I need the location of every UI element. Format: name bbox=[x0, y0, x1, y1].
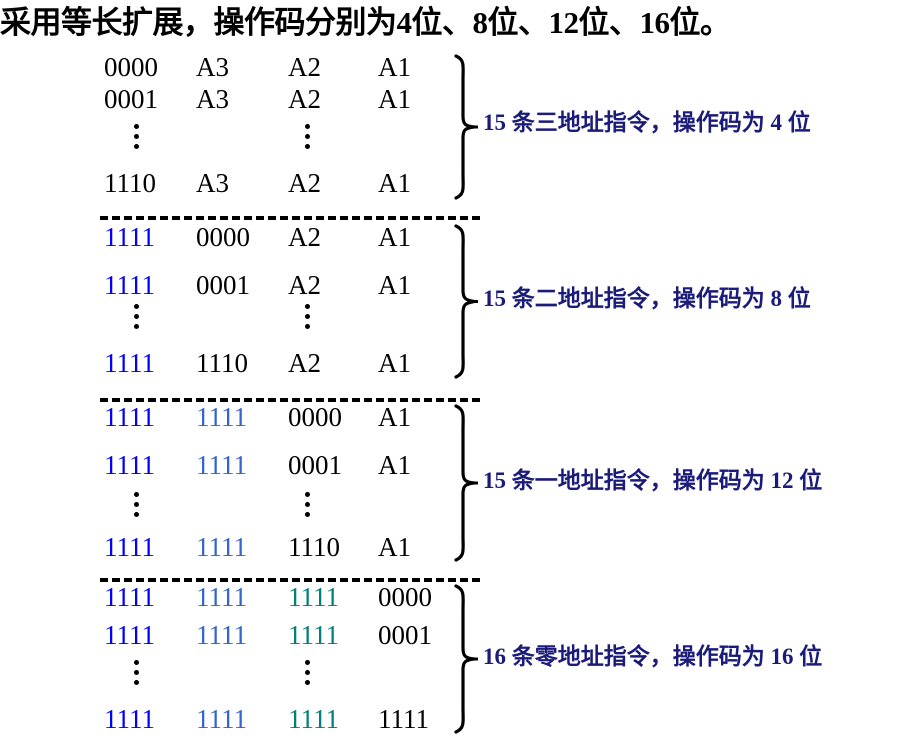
code-cell-opcode: 0000 bbox=[288, 402, 342, 432]
group-brace bbox=[452, 224, 478, 379]
code-cell-opcode-ext: 1111 bbox=[104, 582, 155, 612]
code-cell-opcode-ext2: 1111 bbox=[196, 402, 247, 432]
table-row-ellipsis bbox=[0, 490, 470, 520]
code-cell-addr2: A2 bbox=[288, 270, 321, 300]
table-row-ellipsis bbox=[0, 122, 470, 152]
table-row: 1111 0001 A2 A1 bbox=[0, 270, 470, 300]
table-row: 1111 1111 1111 0000 bbox=[0, 582, 470, 612]
table-row-ellipsis bbox=[0, 658, 470, 688]
group-brace bbox=[452, 404, 478, 562]
table-row: 1111 1111 0001 A1 bbox=[0, 450, 470, 480]
code-cell-addr3: A3 bbox=[196, 52, 229, 82]
vertical-ellipsis-icon bbox=[305, 660, 311, 686]
code-cell-opcode: 0001 bbox=[288, 450, 342, 480]
code-cell-opcode-ext: 1111 bbox=[104, 620, 155, 650]
group-brace bbox=[452, 54, 478, 200]
opcode-expansion-diagram: 0000 A3 A2 A1 0001 A3 A2 A1 1110 A3 A2 A… bbox=[0, 50, 899, 743]
vertical-ellipsis-icon bbox=[305, 304, 311, 330]
annotation-one-address: 15 条一地址指令，操作码为 12 位 bbox=[483, 468, 823, 493]
code-cell-opcode-ext: 1111 bbox=[104, 704, 155, 734]
block-separator bbox=[100, 216, 480, 220]
code-cell-opcode-ext2: 1111 bbox=[196, 582, 247, 612]
code-cell-opcode-ext: 1111 bbox=[104, 348, 155, 378]
table-row: 1111 1111 0000 A1 bbox=[0, 402, 470, 432]
code-cell-addr1: A1 bbox=[378, 402, 411, 432]
code-cell-opcode-ext3: 1111 bbox=[288, 620, 339, 650]
code-cell-opcode: 1111 bbox=[378, 704, 429, 734]
code-cell-addr2: A2 bbox=[288, 52, 321, 82]
code-cell-opcode: 0001 bbox=[378, 620, 432, 650]
table-row: 0000 A3 A2 A1 bbox=[0, 52, 470, 82]
table-row: 1111 1110 A2 A1 bbox=[0, 348, 470, 378]
instruction-block-one-address: 1111 1111 0000 A1 1111 1111 0001 A1 1111… bbox=[0, 402, 899, 580]
vertical-ellipsis-icon bbox=[305, 492, 311, 518]
code-cell-addr3: A3 bbox=[196, 168, 229, 198]
code-cell-opcode-ext: 1111 bbox=[104, 222, 155, 252]
instruction-block-three-address: 0000 A3 A2 A1 0001 A3 A2 A1 1110 A3 A2 A… bbox=[0, 50, 899, 215]
vertical-ellipsis-icon bbox=[305, 124, 311, 150]
vertical-ellipsis-icon bbox=[134, 304, 140, 330]
code-cell-addr1: A1 bbox=[378, 168, 411, 198]
table-row-ellipsis bbox=[0, 302, 470, 332]
code-cell-addr1: A1 bbox=[378, 222, 411, 252]
code-cell-addr2: A2 bbox=[288, 168, 321, 198]
code-cell-opcode-ext2: 1111 bbox=[196, 532, 247, 562]
code-cell-opcode-ext: 1111 bbox=[104, 450, 155, 480]
vertical-ellipsis-icon bbox=[134, 124, 140, 150]
code-cell-addr1: A1 bbox=[378, 52, 411, 82]
code-cell-opcode: 0000 bbox=[196, 222, 250, 252]
code-cell-opcode: 0000 bbox=[378, 582, 432, 612]
code-cell-opcode-ext2: 1111 bbox=[196, 450, 247, 480]
table-row: 1111 1111 1111 1111 bbox=[0, 704, 470, 734]
annotation-two-address: 15 条二地址指令，操作码为 8 位 bbox=[483, 286, 811, 311]
group-brace bbox=[452, 584, 478, 734]
code-cell-opcode: 0000 bbox=[104, 52, 158, 82]
table-row: 1111 1111 1110 A1 bbox=[0, 532, 470, 562]
code-cell-addr3: A3 bbox=[196, 84, 229, 114]
code-cell-opcode-ext: 1111 bbox=[104, 402, 155, 432]
annotation-three-address: 15 条三地址指令，操作码为 4 位 bbox=[483, 110, 811, 135]
code-cell-opcode-ext3: 1111 bbox=[288, 582, 339, 612]
code-cell-addr1: A1 bbox=[378, 532, 411, 562]
block-separator bbox=[100, 578, 480, 582]
code-cell-opcode-ext3: 1111 bbox=[288, 704, 339, 734]
code-cell-addr2: A2 bbox=[288, 348, 321, 378]
code-cell-opcode-ext: 1111 bbox=[104, 532, 155, 562]
vertical-ellipsis-icon bbox=[134, 660, 140, 686]
code-cell-opcode-ext2: 1111 bbox=[196, 620, 247, 650]
code-cell-addr1: A1 bbox=[378, 84, 411, 114]
code-cell-addr1: A1 bbox=[378, 450, 411, 480]
vertical-ellipsis-icon bbox=[134, 492, 140, 518]
instruction-block-two-address: 1111 0000 A2 A1 1111 0001 A2 A1 1111 111… bbox=[0, 222, 899, 400]
code-cell-addr1: A1 bbox=[378, 270, 411, 300]
instruction-block-zero-address: 1111 1111 1111 0000 1111 1111 1111 0001 … bbox=[0, 582, 899, 743]
code-cell-opcode-ext: 1111 bbox=[104, 270, 155, 300]
code-cell-opcode: 0001 bbox=[104, 84, 158, 114]
code-cell-addr2: A2 bbox=[288, 84, 321, 114]
code-cell-addr2: A2 bbox=[288, 222, 321, 252]
table-row: 0001 A3 A2 A1 bbox=[0, 84, 470, 114]
table-row: 1111 1111 1111 0001 bbox=[0, 620, 470, 650]
code-cell-opcode: 1110 bbox=[288, 532, 340, 562]
code-cell-opcode-ext2: 1111 bbox=[196, 704, 247, 734]
annotation-zero-address: 16 条零地址指令，操作码为 16 位 bbox=[483, 644, 823, 669]
table-row: 1110 A3 A2 A1 bbox=[0, 168, 470, 198]
code-cell-addr1: A1 bbox=[378, 348, 411, 378]
page-title: 采用等长扩展，操作码分别为4位、8位、12位、16位。 bbox=[0, 5, 731, 40]
table-row: 1111 0000 A2 A1 bbox=[0, 222, 470, 252]
code-cell-opcode: 1110 bbox=[104, 168, 156, 198]
code-cell-opcode: 0001 bbox=[196, 270, 250, 300]
block-separator bbox=[100, 398, 480, 402]
code-cell-opcode: 1110 bbox=[196, 348, 248, 378]
